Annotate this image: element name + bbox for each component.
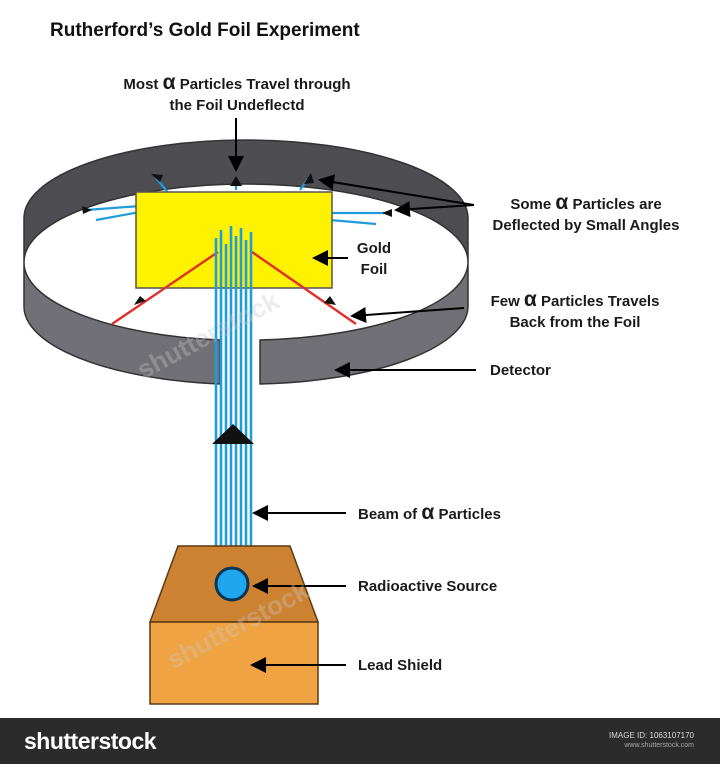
label-few-particles-a: Few (490, 293, 520, 310)
radioactive-source (214, 566, 250, 602)
label-gold-foil: Gold Foil (350, 238, 398, 280)
label-most-particles-line2: the Foil Undeflectd (169, 97, 305, 114)
beam-direction-arrow (212, 424, 254, 444)
label-beam: Beam of α Particles (358, 502, 501, 525)
detector-ring-front-right (259, 261, 469, 385)
label-radioactive-source: Radioactive Source (358, 578, 498, 595)
back-scatter-arrowhead (134, 296, 146, 305)
label-detector: Detector (490, 362, 551, 379)
lead-shield-front (149, 621, 319, 705)
deflection-arrowhead (382, 209, 392, 217)
gold-foil (135, 191, 333, 289)
alpha-symbol: α (421, 501, 435, 524)
label-gold-foil-line1: Gold (356, 240, 392, 257)
pointer-arrows (228, 118, 476, 673)
alpha-symbol: α (523, 288, 537, 311)
deflection-arrowhead (230, 176, 242, 186)
arrow-few-particles (350, 307, 465, 323)
label-beam-a: Beam of (358, 506, 418, 523)
back-scatter-arrowhead (324, 296, 336, 305)
label-few-particles: Few α Particles Travels Back from the Fo… (462, 289, 688, 333)
page-title: Rutherford’s Gold Foil Experiment (50, 20, 360, 41)
deflection-arrowhead (82, 206, 92, 214)
label-most-particles: Most α Particles Travel through the Foil… (92, 72, 382, 116)
alpha-symbol: α (162, 71, 176, 94)
deflection-arrowhead (304, 173, 314, 184)
label-some-particles: Some α Particles are Deflected by Small … (466, 192, 706, 236)
back-scatter-arrowheads (134, 296, 336, 305)
label-some-particles-b: Particles are (572, 196, 662, 213)
label-few-particles-b: Particles Travels (541, 293, 660, 310)
footer-site: www.shutterstock.com (624, 742, 694, 749)
footer-brand-logo: shutterstock (24, 728, 157, 754)
experiment-diagram (23, 118, 476, 705)
deflection-track (329, 218, 377, 226)
back-scatter-tracks (111, 251, 357, 325)
label-some-particles-a: Some (510, 196, 552, 213)
footer-image-id: IMAGE ID: 1063107170 (609, 731, 694, 740)
footer-bar: shutterstock IMAGE ID: 1063107170 www.sh… (0, 718, 720, 764)
label-most-particles-b: Particles Travel through (179, 76, 351, 93)
alpha-symbol: α (555, 191, 569, 214)
label-few-particles-line2: Back from the Foil (509, 314, 641, 331)
label-gold-foil-line2: Foil (360, 261, 388, 278)
label-beam-b: Particles (438, 506, 501, 523)
deflection-track (85, 204, 141, 212)
label-lead-shield: Lead Shield (358, 657, 443, 674)
deflection-arrowheads (82, 173, 392, 217)
back-scatter-track (111, 251, 219, 325)
deflection-arrowhead (151, 174, 163, 182)
deflection-track (95, 210, 141, 222)
alpha-beam (214, 226, 253, 588)
label-some-particles-line2: Deflected by Small Angles (492, 217, 680, 234)
label-most-particles-a: Most (123, 76, 159, 93)
detector-ring (23, 139, 469, 385)
back-scatter-track (251, 251, 357, 325)
arrow-some-particles-1 (318, 174, 475, 206)
arrow-some-particles-2 (394, 201, 475, 218)
